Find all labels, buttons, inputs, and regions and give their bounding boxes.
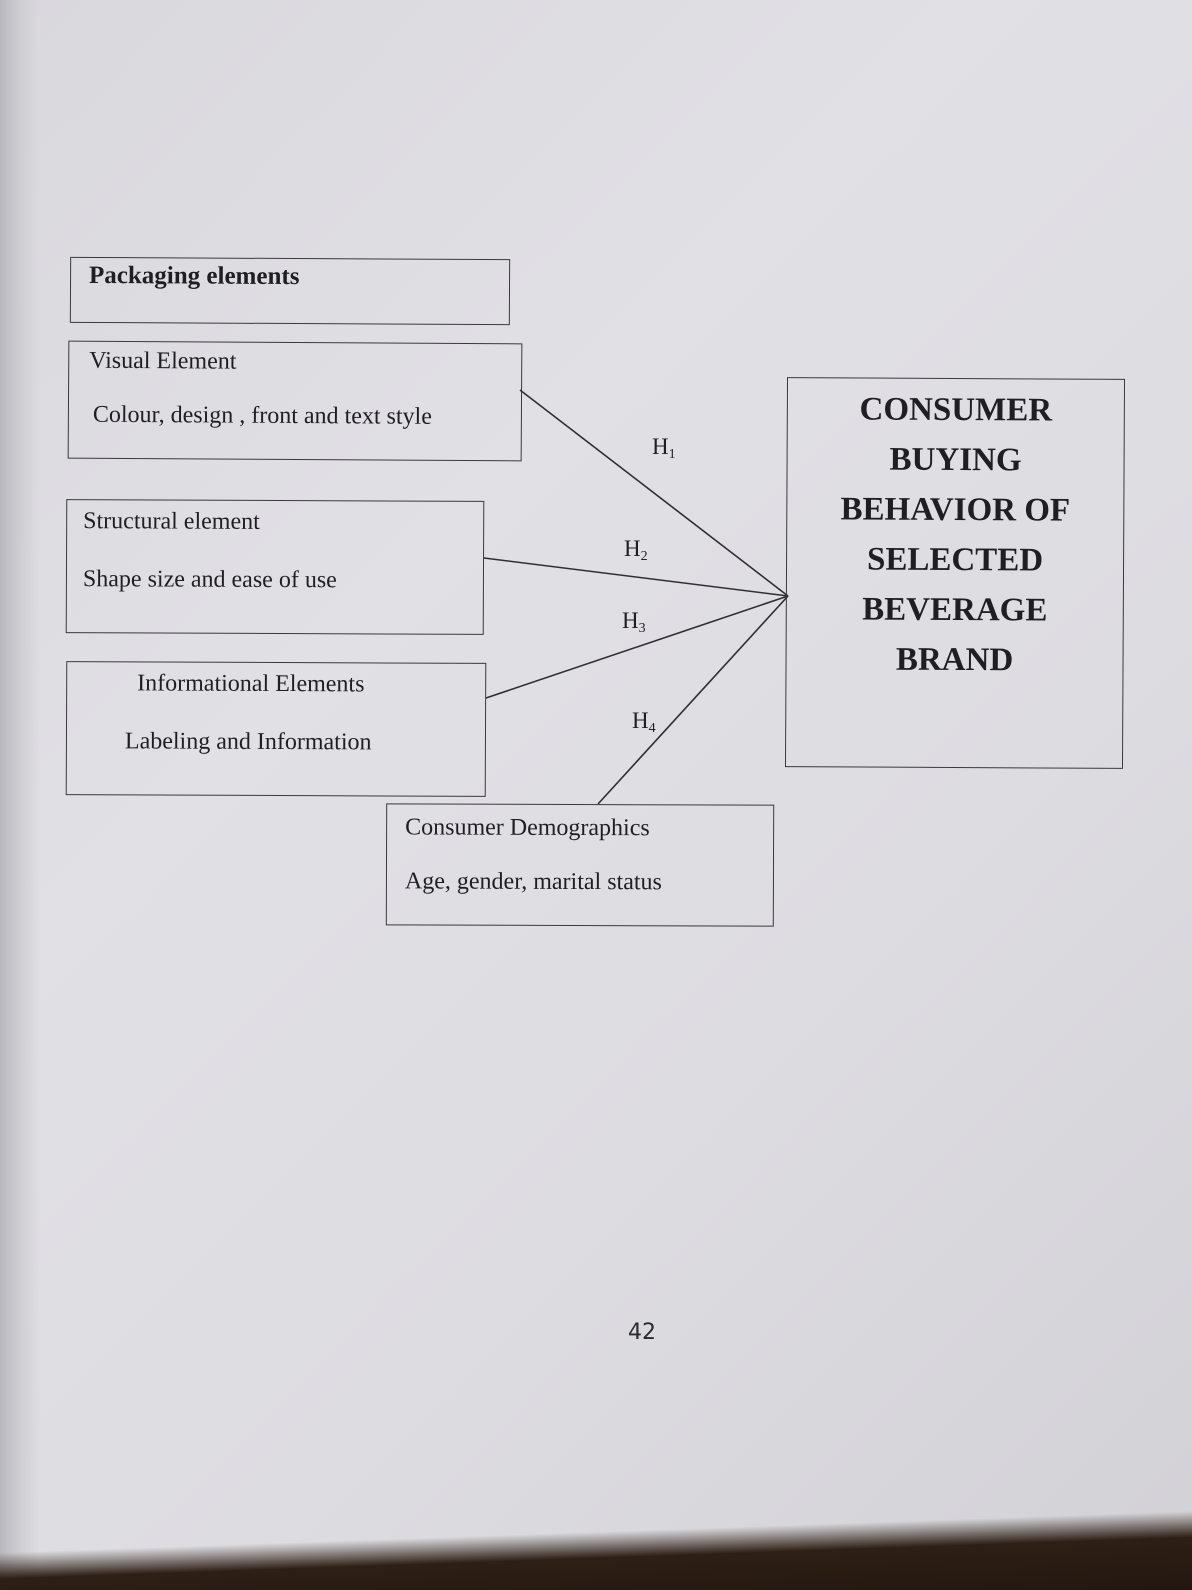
link-h4 <box>597 595 789 805</box>
page-bottom-edge-shadow <box>0 1500 1192 1590</box>
outcome-line: BEHAVIOR OF <box>840 491 1071 529</box>
link-h3 <box>485 595 789 699</box>
outcome-line: BEVERAGE <box>862 591 1048 629</box>
informational-elements-heading: Informational Elements <box>137 670 365 698</box>
consumer-demographics-detail: Age, gender, marital status <box>404 868 662 896</box>
link-h2 <box>483 557 789 597</box>
hypothesis-label-h3: H3 <box>622 608 646 636</box>
structural-element-box: Structural element Shape size and ease o… <box>65 499 485 635</box>
outcome-text: CONSUMER BUYING BEHAVIOR OF SELECTED BEV… <box>786 384 1124 686</box>
outcome-line: SELECTED <box>866 541 1044 579</box>
informational-elements-box: Informational Elements Labeling and Info… <box>65 661 487 797</box>
hypothesis-label-h2: H2 <box>624 536 648 564</box>
structural-element-heading: Structural element <box>83 508 260 535</box>
visual-element-heading: Visual Element <box>89 347 237 375</box>
outcome-line: CONSUMER <box>859 391 1053 429</box>
outcome-line: BRAND <box>895 641 1014 679</box>
informational-elements-detail: Labeling and Information <box>124 728 372 756</box>
page-spine-shadow <box>0 0 40 1590</box>
outcome-line: BUYING <box>889 441 1022 479</box>
consumer-demographics-box: Consumer Demographics Age, gender, marit… <box>385 803 775 927</box>
link-h1 <box>519 389 789 597</box>
structural-element-detail: Shape size and ease of use <box>82 566 337 594</box>
packaging-elements-box: Packaging elements <box>69 256 511 326</box>
hypothesis-label-h1: H1 <box>652 434 676 462</box>
hypothesis-label-h4: H4 <box>632 708 656 736</box>
packaging-elements-label: Packaging elements <box>89 261 300 291</box>
visual-element-box: Visual Element Colour, design , front an… <box>67 340 523 462</box>
consumer-buying-behavior-box: CONSUMER BUYING BEHAVIOR OF SELECTED BEV… <box>784 377 1126 769</box>
visual-element-detail: Colour, design , front and text style <box>92 401 432 430</box>
consumer-demographics-heading: Consumer Demographics <box>405 814 650 842</box>
page-number: 42 <box>628 1320 656 1345</box>
